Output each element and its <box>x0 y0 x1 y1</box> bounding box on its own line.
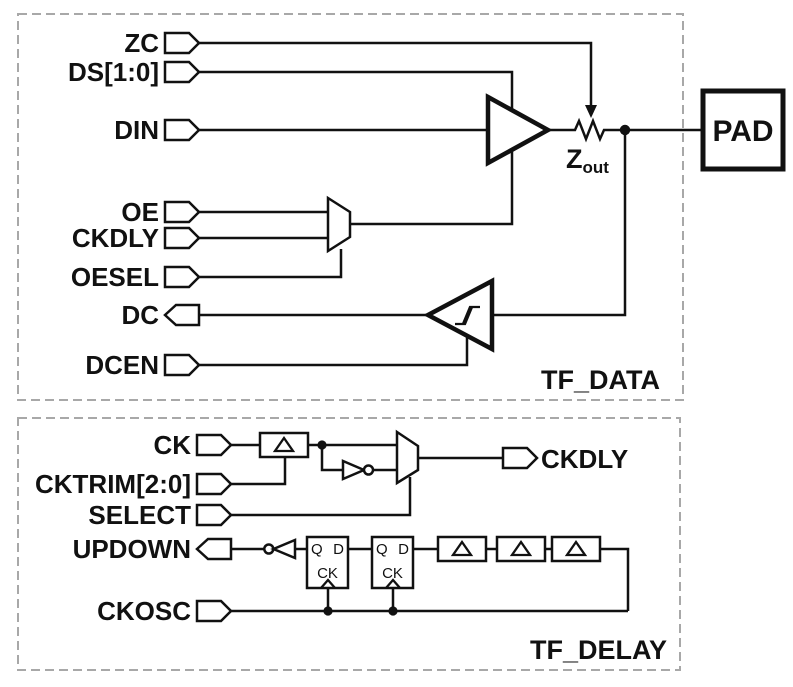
port-label-updown: UPDOWN <box>73 534 191 564</box>
pad-label: PAD <box>712 115 773 148</box>
arrowhead-icon-zc <box>585 105 597 118</box>
port-label-ckosc: CKOSC <box>97 596 191 626</box>
output-port-icon-updown <box>195 537 233 561</box>
inverter-bubble-icon <box>362 464 375 476</box>
output-port-icon-dc <box>163 303 201 327</box>
junction-dot <box>323 606 333 616</box>
port-label-dcen: DCEN <box>85 350 159 380</box>
tf-data-block-border <box>17 13 684 401</box>
impedance-label: Zout <box>566 144 609 177</box>
hysteresis-glyph-icon <box>461 305 480 325</box>
port-label-oe: OE <box>121 197 159 227</box>
dff1-ck-label: CK <box>317 565 338 582</box>
tristate-buffer-icon <box>485 93 553 167</box>
clock-edge-icon <box>385 578 401 589</box>
wire-pad-feedback <box>492 130 627 317</box>
hysteresis-glyph-icon <box>455 306 474 326</box>
buffer-triangle-icon <box>450 539 474 557</box>
port-label-ckdly: CKDLY <box>72 223 159 253</box>
mux-icon-oe <box>326 195 352 254</box>
buffer-triangle-icon <box>509 539 533 557</box>
dff2-d-label: D <box>398 541 409 558</box>
tf-delay-block-border <box>17 417 681 671</box>
tf-data-block-label: TF_DATA <box>541 365 660 395</box>
port-label-cktrim: CKTRIM[2:0] <box>35 469 191 499</box>
input-port-icon-din <box>163 118 201 142</box>
wire-oesel <box>199 249 343 279</box>
wire-select <box>231 477 412 517</box>
input-port-icon-oe <box>163 200 201 224</box>
port-label-din: DIN <box>114 115 159 145</box>
clock-edge-icon <box>320 578 336 589</box>
buffer-triangle-icon <box>564 539 588 557</box>
dff2-q-label: Q <box>376 541 388 558</box>
port-label-ckdly-out: CKDLY <box>541 444 628 474</box>
input-port-icon-select <box>195 503 233 527</box>
wire-dcen <box>199 335 469 367</box>
port-label-ck: CK <box>153 430 191 460</box>
wire-zc <box>199 41 593 106</box>
inverter-icon-ck <box>341 459 368 481</box>
wire-ds <box>199 70 514 112</box>
buffer-triangle-icon <box>272 435 296 453</box>
port-label-dc: DC <box>121 300 159 330</box>
junction-dot <box>388 606 398 616</box>
port-label-select: SELECT <box>88 500 191 530</box>
schmitt-trigger-icon <box>423 277 495 353</box>
port-label-zc: ZC <box>124 28 159 58</box>
junction-dot <box>619 124 631 136</box>
tf-delay-block-label: TF_DELAY <box>530 635 667 665</box>
input-port-icon-oesel <box>163 265 201 289</box>
input-port-icon-ckosc <box>195 599 233 623</box>
mux-icon-phase <box>395 429 420 486</box>
input-port-icon-ds <box>163 60 201 84</box>
input-port-icon-ck <box>195 433 233 457</box>
input-port-icon-dcen <box>163 353 201 377</box>
wire-chain-loop <box>600 547 630 611</box>
port-label-oesel: OESEL <box>71 262 159 292</box>
inverter-icon-updown <box>270 538 297 560</box>
dff1-d-label: D <box>333 541 344 558</box>
input-port-icon-ckdly <box>163 226 201 250</box>
output-port-icon-ckdly <box>501 446 539 470</box>
pad-box <box>700 88 786 172</box>
input-port-icon-zc <box>163 31 201 55</box>
wire-cktrim <box>231 457 287 486</box>
dff2-ck-label: CK <box>382 565 403 582</box>
input-port-icon-cktrim <box>195 472 233 496</box>
dff1-q-label: Q <box>311 541 323 558</box>
wire-ck-inverted-branch <box>320 445 343 472</box>
port-label-ds: DS[1:0] <box>68 57 159 87</box>
variable-resistor-icon <box>548 117 703 143</box>
wire-enable <box>350 149 514 226</box>
